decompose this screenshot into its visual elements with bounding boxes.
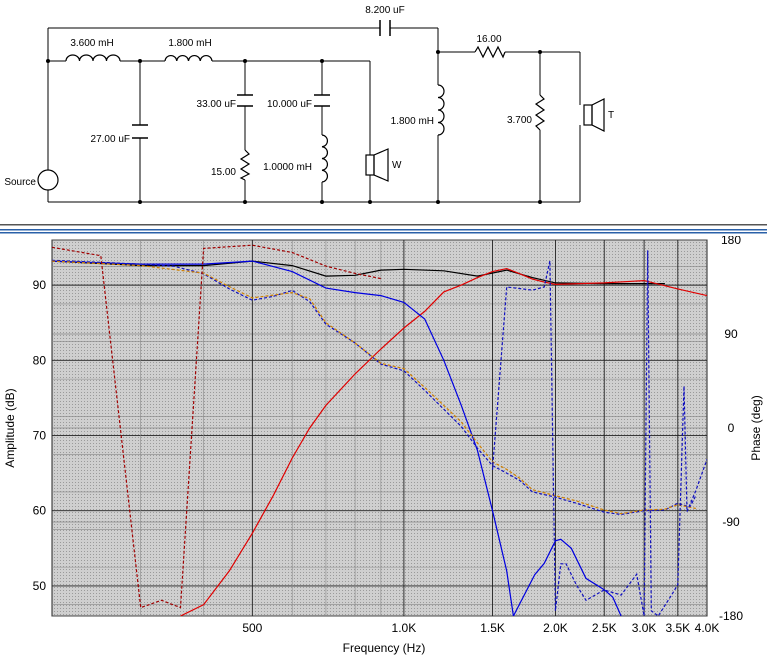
y2-tick-label: 90 xyxy=(724,327,738,341)
label-c-shunt: 27.00 uF xyxy=(91,134,130,145)
inductor-notch2 xyxy=(321,134,328,183)
y-axis-label: Amplitude (dB) xyxy=(3,388,17,467)
x-tick-label: 3.5K xyxy=(665,621,690,635)
series-orange_dash xyxy=(52,260,696,515)
x-tick-label: 4.0K xyxy=(695,621,720,635)
woofer-speaker-icon xyxy=(365,148,389,182)
series-layer xyxy=(52,244,707,616)
x-tick-labels: 500 1.0K 1.5K 2.0K 2.5K 3.0K 3.5K 4.0K xyxy=(242,621,719,635)
label-l2: 1.800 mH xyxy=(168,38,211,49)
y-tick-label: 60 xyxy=(33,504,47,518)
y-tick-labels: 50 60 70 80 90 xyxy=(33,278,47,593)
series-tweeter_amplitude xyxy=(180,267,707,616)
capacitor-shunt xyxy=(132,124,148,139)
y2-tick-label: -180 xyxy=(719,609,743,623)
crossover-schematic: 8.200 uF 3.600 mH 1.800 mH 27.00 uF 33.0… xyxy=(4,5,614,204)
resistor-notch1 xyxy=(239,149,251,181)
grid-layer xyxy=(52,239,708,617)
x-tick-label: 2.5K xyxy=(592,621,617,635)
source-label: Source xyxy=(4,177,36,188)
capacitor-top xyxy=(379,20,391,36)
resistor-shunt xyxy=(534,94,546,131)
resistor-series xyxy=(474,45,506,59)
label-r-series: 16.00 xyxy=(476,34,501,45)
panel-divider xyxy=(0,224,767,234)
series-woofer_amplitude_dash xyxy=(52,259,697,516)
label-l-n2: 1.0000 mH xyxy=(263,162,312,173)
label-r-n1: 15.00 xyxy=(211,167,236,178)
label-c-top: 8.200 uF xyxy=(365,5,404,16)
capacitor-notch1 xyxy=(237,94,253,107)
inductor-l2 xyxy=(164,55,213,62)
x-axis-label: Frequency (Hz) xyxy=(343,641,426,655)
label-r-shunt: 3.700 xyxy=(507,115,532,126)
x-tick-label: 1.5K xyxy=(480,621,505,635)
y2-tick-label: 180 xyxy=(721,236,741,247)
y-tick-label: 70 xyxy=(33,429,47,443)
x-tick-label: 500 xyxy=(242,621,262,635)
y2-axis-label: Phase (deg) xyxy=(749,395,763,460)
capacitor-notch2 xyxy=(314,94,330,107)
y2-tick-label: 0 xyxy=(728,421,735,435)
label-tweeter: T xyxy=(608,110,614,121)
x-tick-label: 1.0K xyxy=(392,621,417,635)
label-c-n2: 10.000 uF xyxy=(267,99,312,110)
label-woofer: W xyxy=(392,160,402,171)
inductor-tweeter xyxy=(437,84,445,136)
tweeter-speaker-icon xyxy=(583,98,605,132)
label-l-tw: 1.800 mH xyxy=(391,116,434,127)
inductor-l1 xyxy=(65,54,121,62)
y-tick-label: 90 xyxy=(33,278,47,292)
y-tick-label: 80 xyxy=(33,353,47,367)
y-tick-label: 50 xyxy=(33,579,47,593)
x-tick-label: 3.0K xyxy=(632,621,657,635)
x-tick-label: 2.0K xyxy=(543,621,568,635)
y2-tick-labels: 180 90 0 -90 -180 xyxy=(719,236,743,623)
series-phase_red_dash xyxy=(52,244,382,609)
series-woofer_amplitude xyxy=(52,260,622,616)
y2-tick-label: -90 xyxy=(722,515,740,529)
series-phase_blue_dash xyxy=(491,250,707,616)
label-c-n1: 33.00 uF xyxy=(197,99,236,110)
label-l1: 3.600 mH xyxy=(70,38,113,49)
frequency-response-chart: 500 1.0K 1.5K 2.0K 2.5K 3.0K 3.5K 4.0K 50 60 70 80… xyxy=(3,236,763,655)
source-icon xyxy=(37,169,59,191)
